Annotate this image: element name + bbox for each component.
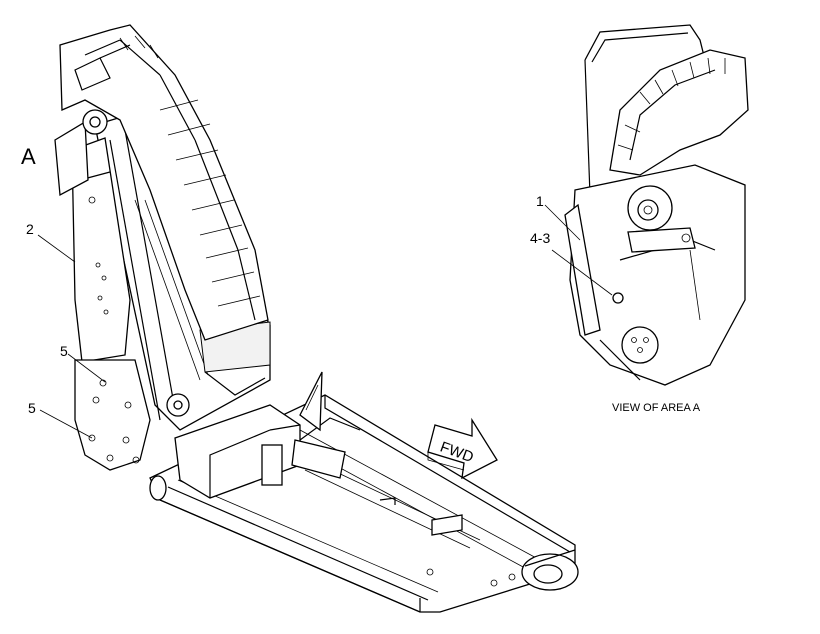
main-assembly [37, 24, 579, 613]
side-plate [54, 120, 131, 363]
callout-5-upper: 5 [60, 343, 68, 359]
lower-mount-plate [74, 359, 151, 471]
callout-2: 2 [26, 221, 34, 237]
view-caption: VIEW OF AREA A [612, 402, 701, 414]
hinge-housing [174, 371, 361, 499]
callout-1: 1 [536, 193, 544, 209]
detail-view-area-a [544, 24, 749, 386]
cable-chain [59, 24, 269, 341]
callout-5-lower: 5 [28, 400, 36, 416]
leader-lines [37, 234, 106, 439]
area-letter: A [21, 144, 36, 169]
callout-4-3: 4-3 [530, 230, 550, 246]
